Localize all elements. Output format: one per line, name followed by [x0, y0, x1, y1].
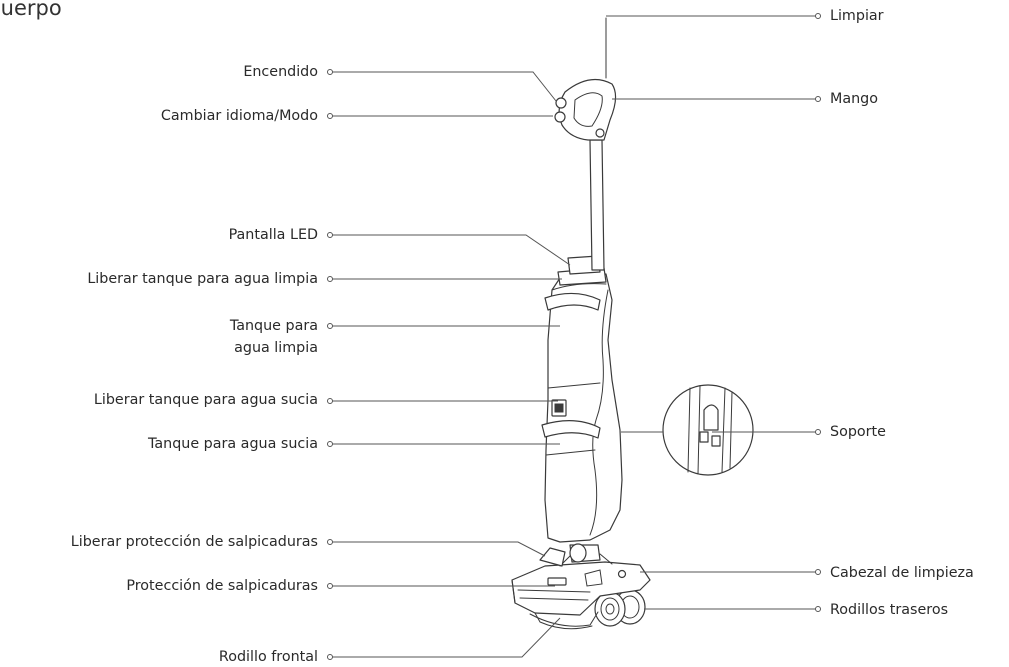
label-cabezal: Cabezal de limpieza — [830, 565, 974, 581]
label-cambiar-idioma: Cambiar idioma/Modo — [160, 108, 318, 124]
cleaning-head-icon — [511, 553, 651, 630]
label-tanque-limpia-line1: Tanque para — [229, 318, 318, 334]
label-soporte: Soporte — [830, 424, 886, 440]
label-rodillo-frontal: Rodillo frontal — [218, 649, 318, 665]
label-pantalla-led: Pantalla LED — [228, 227, 318, 243]
label-limpiar: Limpiar — [830, 8, 884, 24]
leader-lines — [327, 13, 821, 660]
support-detail-icon — [662, 384, 754, 476]
label-liberar-tanque-sucia: Liberar tanque para agua sucia — [93, 392, 318, 408]
handle-icon — [554, 17, 617, 141]
label-liberar-proteccion: Liberar protección de salpicaduras — [70, 534, 318, 550]
rear-rollers-icon — [594, 589, 646, 627]
device-illustration — [511, 17, 651, 630]
page-title: Cuerpo — [0, 0, 62, 20]
label-encendido: Encendido — [243, 64, 318, 80]
label-proteccion: Protección de salpicaduras — [126, 578, 318, 594]
label-tanque-limpia-line2: agua limpia — [234, 340, 318, 356]
label-liberar-tanque-limpia: Liberar tanque para agua limpia — [87, 271, 318, 287]
label-tanque-sucia: Tanque para agua sucia — [148, 436, 318, 452]
label-mango: Mango — [830, 91, 878, 107]
label-rodillos-traseros: Rodillos traseros — [830, 602, 949, 618]
